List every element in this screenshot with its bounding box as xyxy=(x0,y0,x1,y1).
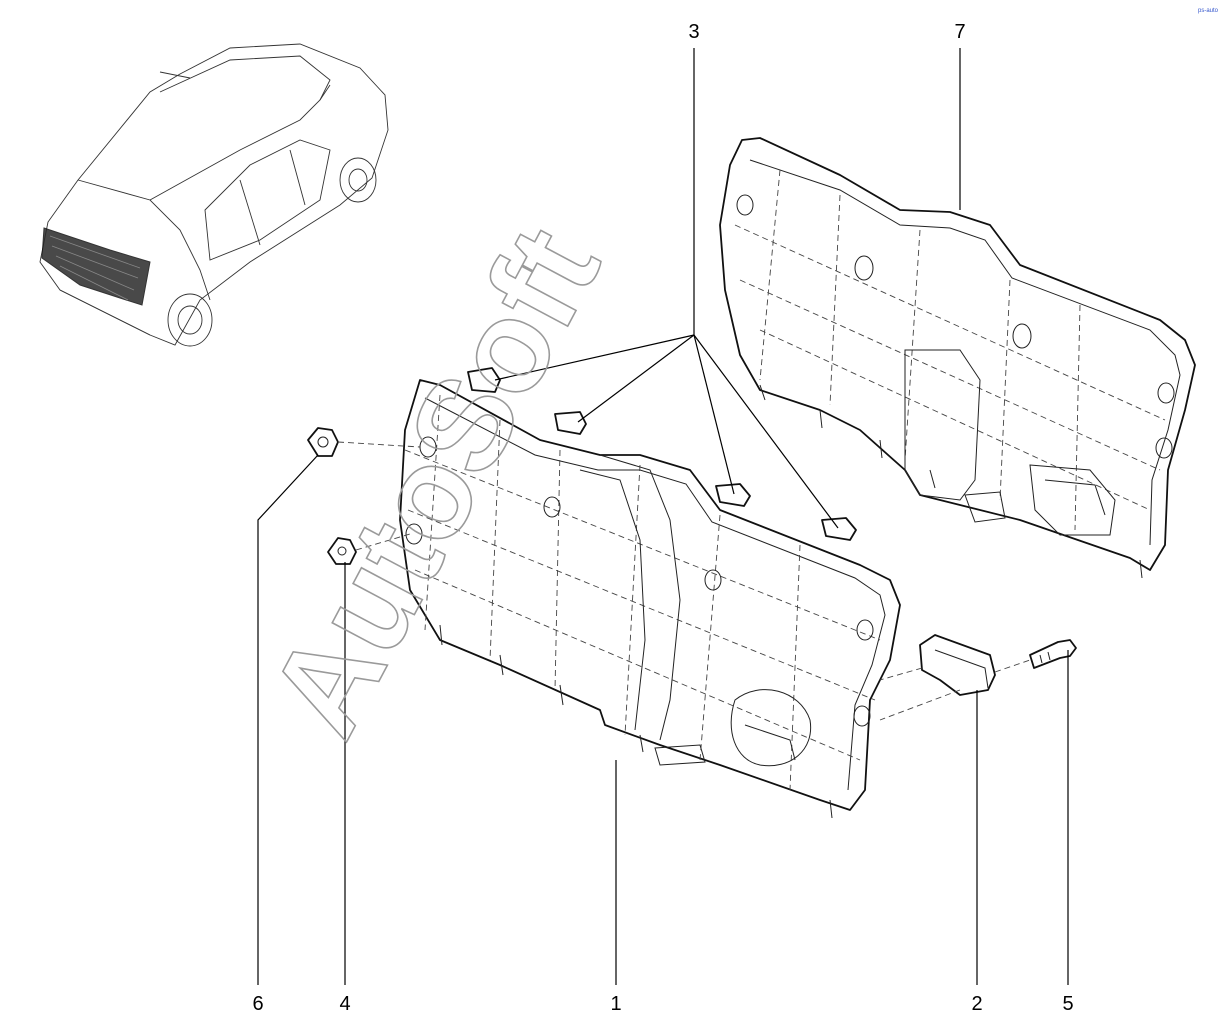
corner-mark: ps-auto xyxy=(1198,8,1219,14)
callout-5: 5 xyxy=(1062,993,1073,1015)
part-3-clips xyxy=(467,367,857,541)
callout-7: 7 xyxy=(954,21,965,43)
part-5-screw xyxy=(1029,639,1077,669)
callout-2: 2 xyxy=(971,993,982,1015)
part-2-bracket xyxy=(919,634,996,696)
callout-4: 4 xyxy=(339,993,350,1015)
leader-lines xyxy=(257,48,1069,985)
part-6-fastener xyxy=(307,427,339,457)
assembly-lines xyxy=(337,441,1031,721)
car-thumbnail xyxy=(39,43,389,347)
part-1-main-panel xyxy=(399,379,901,819)
part-4-fastener xyxy=(327,537,357,565)
callout-1: 1 xyxy=(610,993,621,1015)
callout-6: 6 xyxy=(252,993,263,1015)
part-7-rear-panel xyxy=(719,137,1196,579)
callout-3: 3 xyxy=(688,21,699,43)
